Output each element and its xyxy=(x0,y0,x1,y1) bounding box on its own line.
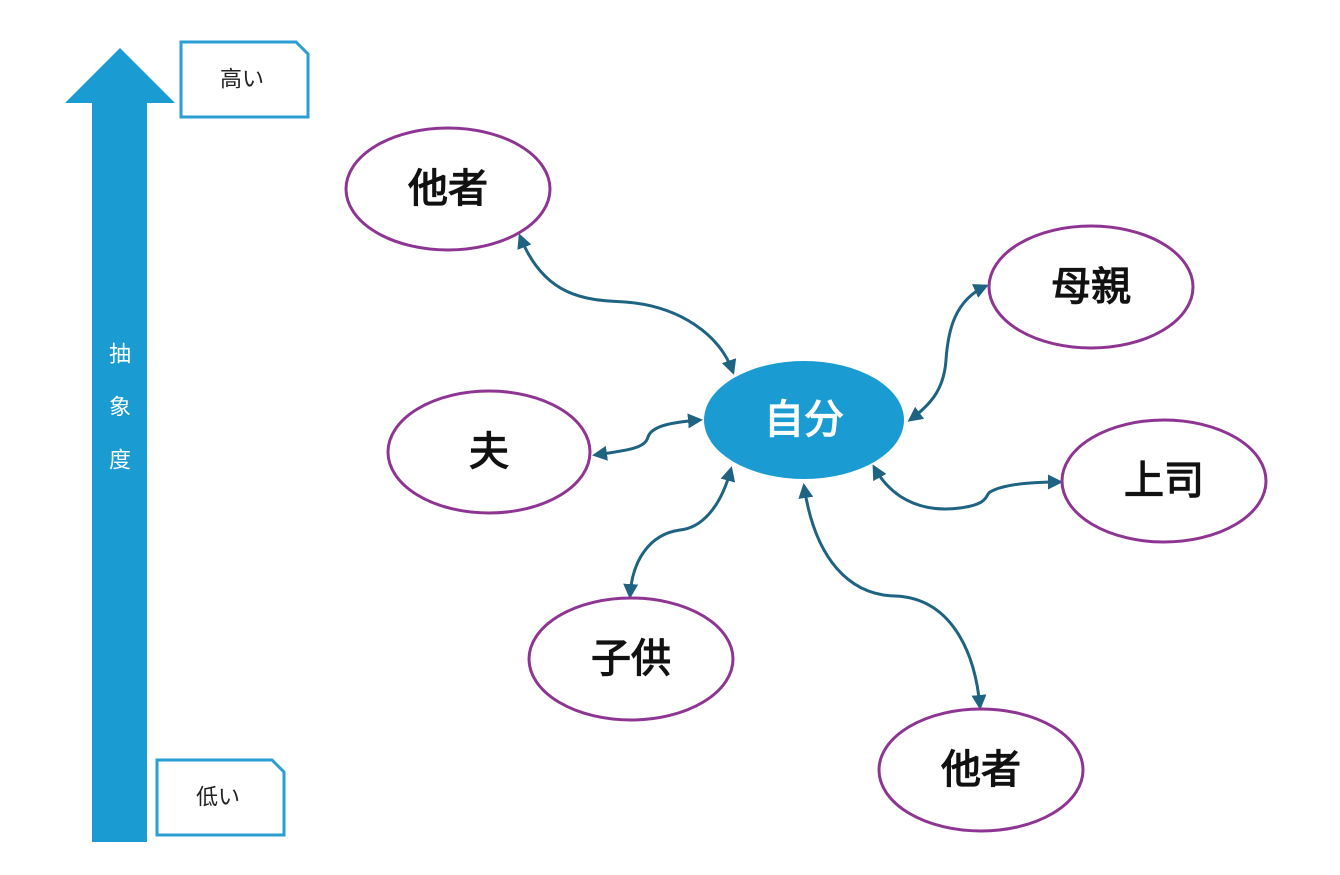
connector-mother xyxy=(907,284,989,422)
node-label: 子供 xyxy=(591,636,671,682)
axis-label-char: 象 xyxy=(109,396,131,421)
connector-boss xyxy=(872,464,1063,511)
node-label: 母親 xyxy=(1051,264,1131,310)
connector-husband xyxy=(592,413,703,461)
high-label: 高い xyxy=(220,68,264,93)
abstraction-axis-arrow: 抽 象 度 xyxy=(65,48,175,842)
node-label: 上司 xyxy=(1124,458,1204,504)
low-label-box: 低い xyxy=(155,758,286,837)
node-mother[interactable]: 母親 xyxy=(987,224,1195,350)
node-boss[interactable]: 上司 xyxy=(1060,418,1268,544)
axis-label-char: 度 xyxy=(109,449,131,474)
high-label-box: 高い xyxy=(179,40,310,119)
center-label: 自分 xyxy=(764,397,844,443)
node-label: 夫 xyxy=(469,429,510,475)
axis-label-char: 抽 xyxy=(109,343,131,368)
node-other-top[interactable]: 他者 xyxy=(344,126,552,252)
connector-child xyxy=(623,466,736,599)
node-label: 他者 xyxy=(407,166,488,212)
low-label: 低い xyxy=(196,786,240,811)
node-husband[interactable]: 夫 xyxy=(386,389,592,515)
center-node-self[interactable]: 自分 xyxy=(704,361,904,479)
connector-other-bottom xyxy=(798,483,987,710)
node-label: 他者 xyxy=(940,747,1021,793)
node-child[interactable]: 子供 xyxy=(527,596,735,722)
connector-other-top xyxy=(517,233,737,375)
node-other-bottom[interactable]: 他者 xyxy=(877,707,1085,833)
